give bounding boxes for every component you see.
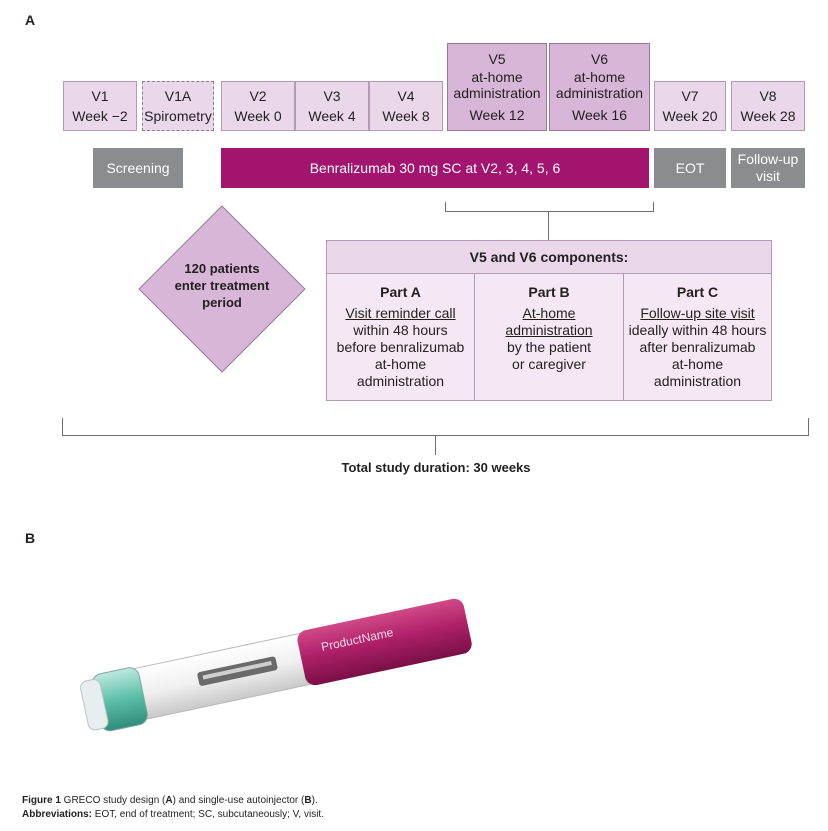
duration-bracket-left (62, 418, 63, 436)
figure-caption: Figure 1 GRECO study design (A) and sing… (22, 794, 812, 808)
eot-bar: EOT (654, 148, 726, 188)
visit-v5: V5 at-home administration Week 12 (447, 43, 547, 131)
visit-v7: V7 Week 20 (654, 81, 726, 131)
visit-v1a: V1A Spirometry (142, 81, 214, 131)
autoinjector-illustration: ProductName (80, 598, 472, 732)
bracket-stem (548, 211, 549, 241)
treatment-bar: Benralizumab 30 mg SC at V2, 3, 4, 5, 6 (221, 148, 649, 188)
visit-week: Week 28 (740, 108, 796, 124)
diamond-shape (138, 205, 306, 373)
visit-label: V4 (397, 88, 415, 104)
followup-bar: Follow-up visit (731, 148, 805, 188)
part-underlined: At-home (522, 305, 576, 321)
pen-window-glint (202, 660, 272, 680)
visit-week: Spirometry (144, 108, 212, 124)
abbreviations: Abbreviations: EOT, end of treatment; SC… (22, 808, 812, 822)
visit-week: Week 4 (308, 108, 356, 124)
component-part-b: Part B At-home administration by the pat… (474, 273, 624, 401)
visit-label: V8 (759, 88, 777, 104)
part-line: or caregiver (512, 356, 586, 372)
visit-week: Week −2 (72, 108, 128, 124)
enrollment-diamond (138, 205, 306, 373)
visit-label: V3 (323, 88, 341, 104)
part-title: Part A (380, 284, 421, 300)
part-line: at-home (671, 356, 724, 372)
visit-sub: administration (555, 85, 644, 101)
bracket-left (445, 202, 446, 212)
diamond-text: 120 patients enter treatment period (152, 260, 292, 311)
part-line: by the patient (506, 339, 592, 355)
caption-text: ). (311, 795, 318, 806)
visit-label: V2 (249, 88, 267, 104)
diamond-line: 120 patients (184, 261, 260, 276)
part-line: within 48 hours (353, 322, 448, 338)
caption-text: ) and single-use autoinjector ( (172, 795, 305, 806)
part-underlined: Follow-up site visit (640, 305, 755, 321)
pen-body-pink (297, 598, 472, 686)
caption-ref-a: A (165, 795, 173, 806)
visit-v3: V3 Week 4 (295, 81, 369, 131)
abbr-text: EOT, end of treatment; SC, subcutaneousl… (92, 809, 324, 820)
pen-cap-end (80, 678, 109, 731)
caption-label: Figure 1 (22, 795, 61, 806)
followup-line: Follow-up (737, 151, 799, 167)
visit-week: Week 0 (234, 108, 282, 124)
diamond-line: period (202, 295, 242, 310)
visit-sub: at-home (471, 69, 523, 85)
visit-v4: V4 Week 8 (369, 81, 443, 131)
part-line: administration (356, 373, 445, 389)
total-duration: Total study duration: 30 weeks (341, 460, 531, 475)
abbr-label: Abbreviations: (22, 809, 93, 820)
part-title: Part B (528, 284, 570, 300)
visit-sub: at-home (573, 69, 626, 85)
visit-v8: V8 Week 28 (731, 81, 805, 131)
visit-label: V1A (164, 88, 192, 104)
visit-label: V7 (681, 88, 699, 104)
component-part-c: Part C Follow-up site visit ideally with… (623, 273, 772, 401)
duration-bracket-stem (435, 435, 436, 455)
followup-line: visit (755, 168, 781, 184)
visit-week: Week 8 (382, 108, 430, 124)
screening-bar: Screening (93, 148, 183, 188)
visit-week: Week 16 (572, 107, 627, 123)
visit-v2: V2 Week 0 (221, 81, 295, 131)
visit-v6: V6 at-home administration Week 16 (549, 43, 650, 131)
component-part-a: Part A Visit reminder call within 48 hou… (326, 273, 475, 401)
visit-label: V6 (590, 51, 609, 67)
part-line: ideally within 48 hours (628, 322, 767, 338)
bracket-right (653, 202, 654, 212)
visit-sub: administration (453, 85, 541, 101)
part-line: before benralizumab (336, 339, 465, 355)
duration-bracket-right (808, 418, 809, 436)
caption-text: GRECO study design ( (60, 795, 166, 806)
part-line: after benralizumab (639, 339, 756, 355)
caption-ref-b: B (304, 795, 312, 806)
visit-label: V1 (91, 88, 109, 104)
panel-b-label: B (25, 530, 36, 546)
visit-v1: V1 Week −2 (63, 81, 137, 131)
part-line: administration (653, 373, 742, 389)
part-underlined: administration (505, 322, 593, 338)
visit-label: V5 (488, 51, 506, 67)
part-underlined: Visit reminder call (345, 305, 456, 321)
part-title: Part C (676, 284, 719, 300)
panel-a-label: A (25, 12, 36, 28)
components-header: V5 and V6 components: (326, 240, 772, 274)
visit-week: Week 12 (469, 107, 525, 123)
visit-week: Week 20 (662, 108, 718, 124)
bracket-bottom (445, 211, 654, 212)
diamond-line: enter treatment (174, 278, 270, 293)
part-line: at-home (374, 356, 427, 372)
